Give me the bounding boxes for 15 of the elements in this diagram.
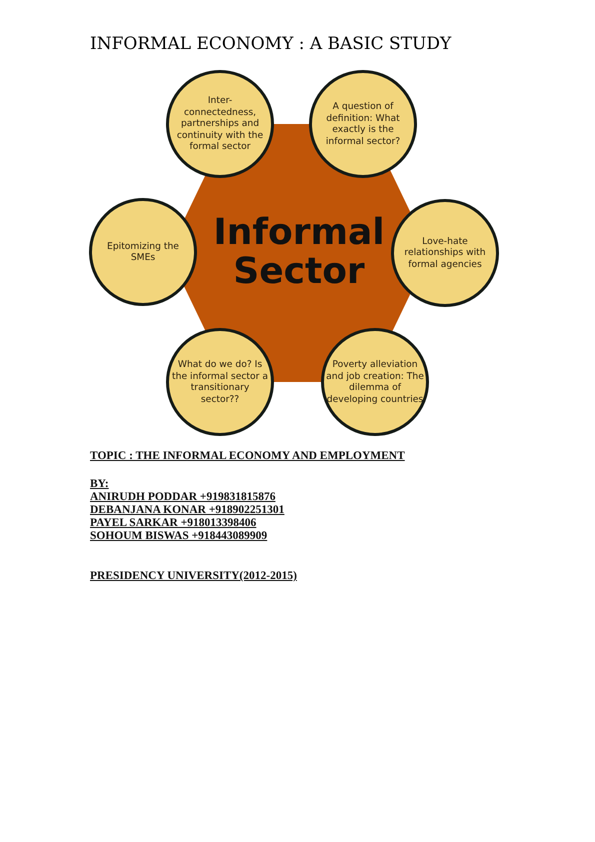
text-line: PAYEL SARKAR +918013398406: [90, 517, 256, 529]
center-label: Informal Sector: [212, 214, 386, 292]
text-line: ANIRUDH PODDAR +919831815876: [90, 491, 276, 503]
text-line: DEBANJANA KONAR +918902251301: [90, 504, 284, 516]
circle-label: Inter-connectedness, partnerships and continuity with the formal sector: [176, 95, 264, 153]
text-line: PRESIDENCY UNIVERSITY(2012-2015): [90, 570, 297, 582]
text-line: BY:: [90, 478, 109, 490]
circle-label: Poverty alleviation and job creation: The dilemma of developing countries: [325, 359, 425, 405]
circle-label: What do we do? Is the informal sector a transitionary sector??: [172, 359, 268, 405]
circle-label: A question of definition: What exactly is the informal sector?: [324, 101, 402, 147]
text-line: SOHOUM BISWAS +918443089909: [90, 530, 268, 542]
circle-label: Love-hate relationships with formal agencies: [403, 236, 487, 270]
text-line: TOPIC : THE INFORMAL ECONOMY AND EMPLOYMENT: [90, 450, 405, 462]
circle-label: Epitomizing the SMEs: [106, 240, 180, 264]
page-title: INFORMAL ECONOMY : A BASIC STUDY: [90, 34, 452, 54]
